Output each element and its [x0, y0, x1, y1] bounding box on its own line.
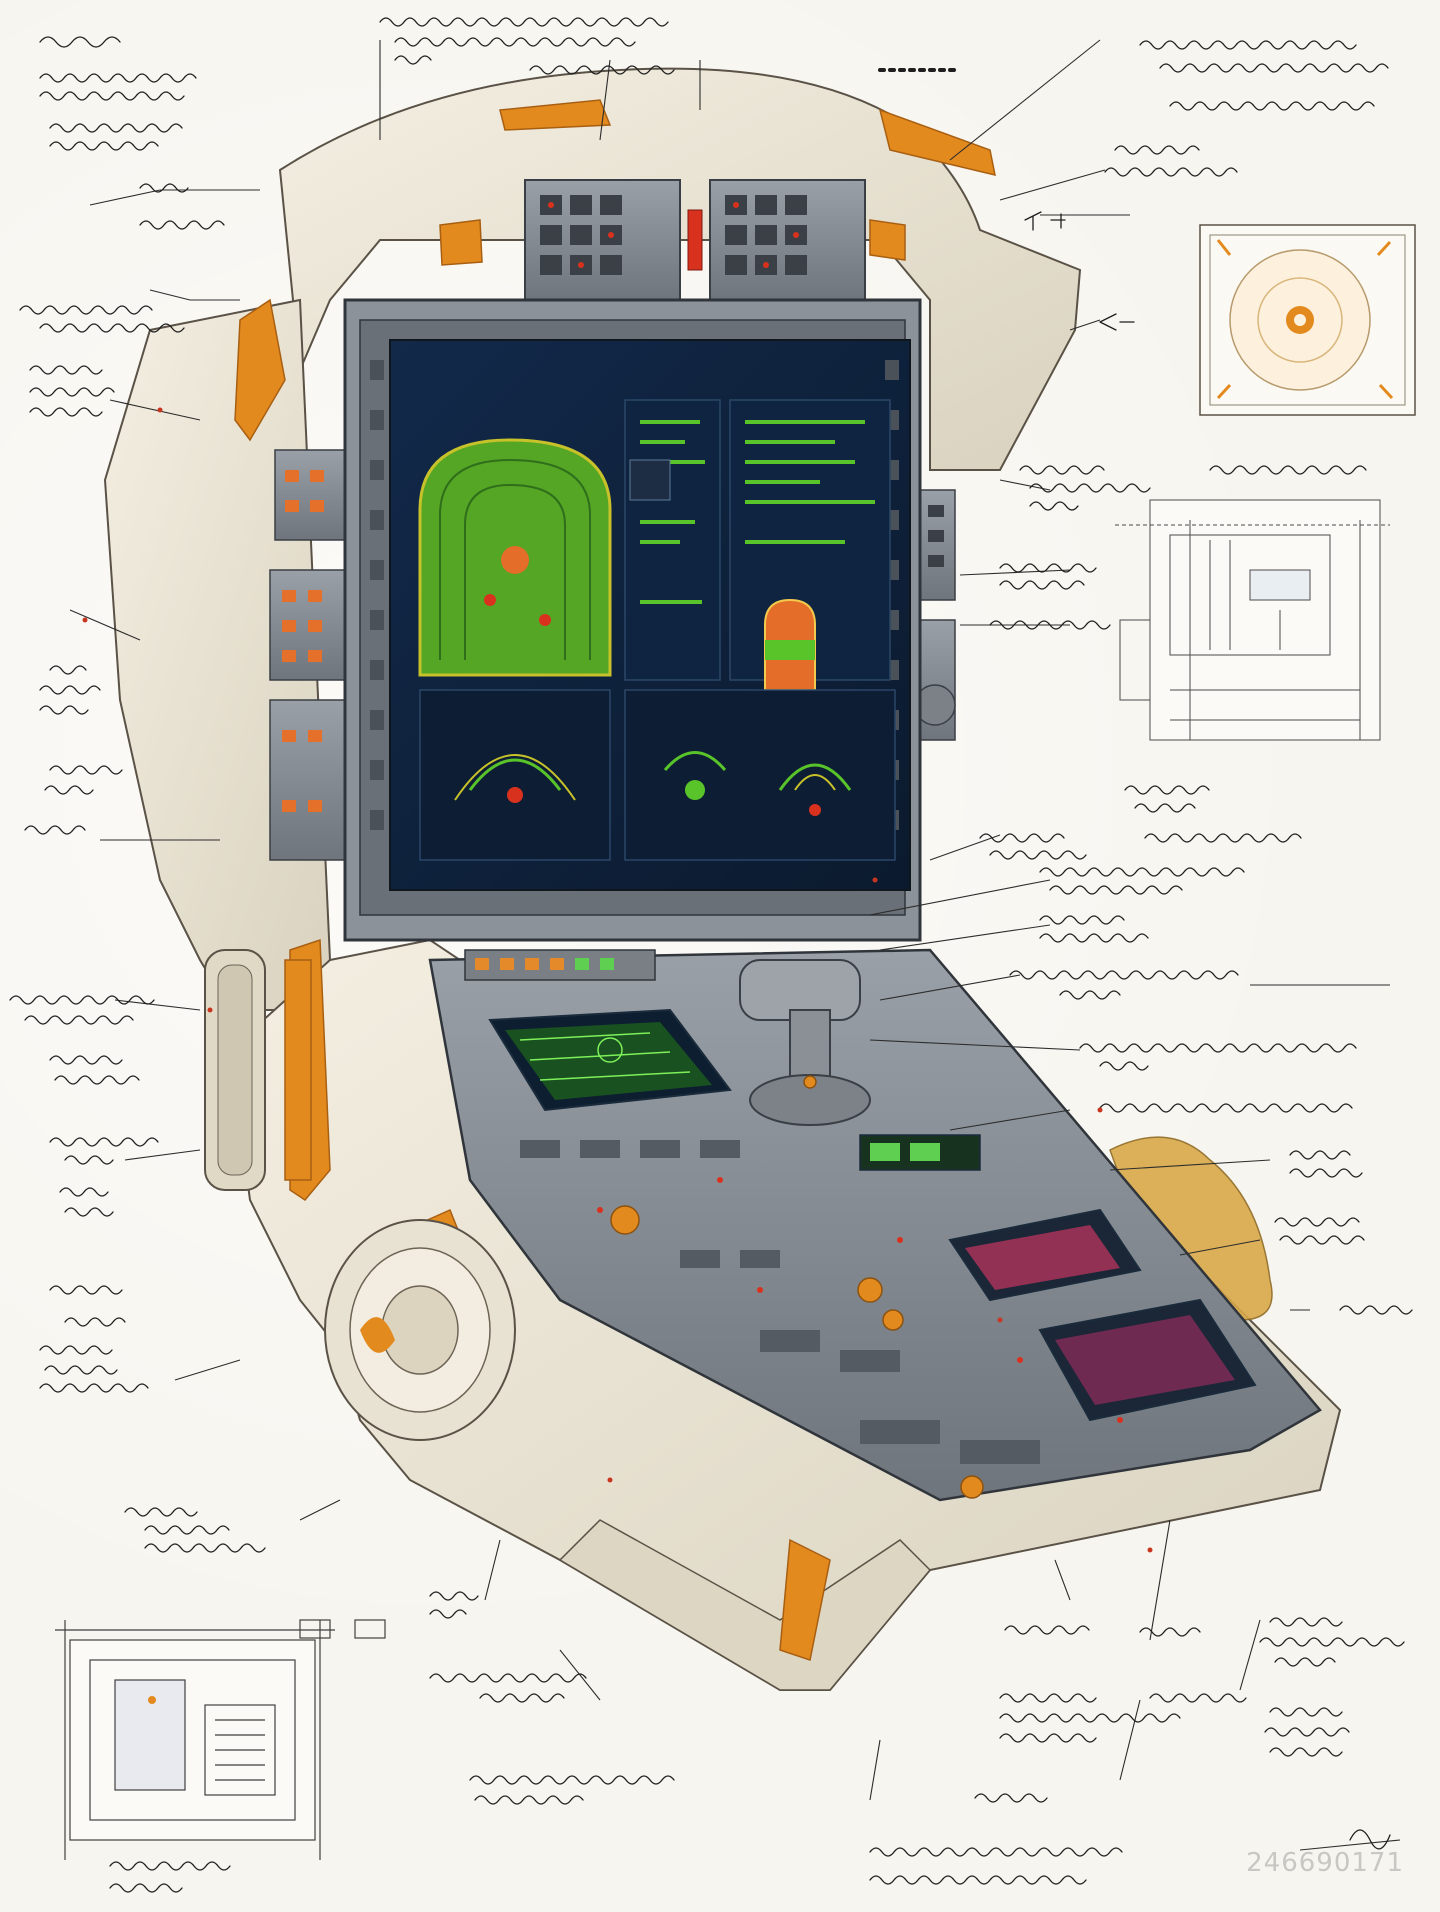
stock-id-watermark: 246690171	[1246, 1848, 1404, 1878]
leader-lines	[69, 39, 1401, 1851]
handwritten-annotations	[9, 17, 1413, 1893]
left-switch-panels	[269, 449, 346, 861]
hydraulic-cylinder	[204, 949, 312, 1191]
turbine-drum	[324, 1219, 516, 1441]
main-display	[343, 298, 922, 942]
inset-schematic-right	[1115, 499, 1390, 741]
lower-console	[428, 948, 1322, 1502]
inset-circular-plate	[1199, 224, 1416, 416]
inset-schematic-bottom-left	[55, 1619, 386, 1860]
overhead-panels	[524, 179, 866, 301]
red-callout-dots	[82, 407, 1153, 1553]
